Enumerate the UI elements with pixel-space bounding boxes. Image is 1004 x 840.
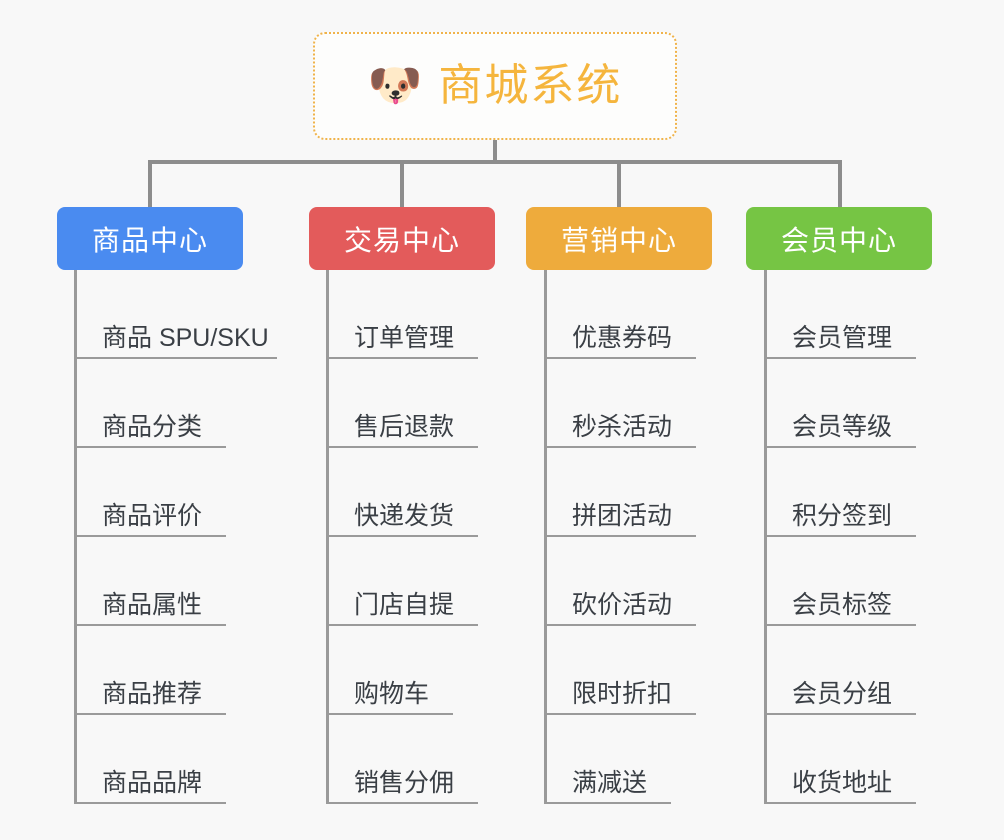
root-node[interactable]: 🐶 商城系统 — [313, 32, 677, 140]
leaf-item[interactable]: 商品 SPU/SKU — [74, 270, 277, 359]
branch-spine — [74, 270, 77, 804]
leaf-label: 销售分佣 — [354, 769, 455, 798]
connector-drop-trade-center — [400, 160, 404, 207]
leaf-item[interactable]: 会员分组 — [764, 626, 916, 715]
connector-drop-marketing-center — [617, 160, 621, 207]
leaf-label: 订单管理 — [354, 324, 455, 353]
leaf-label: 优惠券码 — [572, 324, 673, 353]
category-box-product-center[interactable]: 商品中心 — [57, 207, 243, 270]
leaf-label: 会员等级 — [792, 413, 893, 442]
leaf-label: 积分签到 — [792, 502, 893, 531]
category-box-marketing-center[interactable]: 营销中心 — [526, 207, 712, 270]
leaf-item[interactable]: 收货地址 — [764, 715, 916, 804]
leaf-label: 商品推荐 — [102, 680, 203, 709]
leaf-item[interactable]: 秒杀活动 — [544, 359, 696, 448]
connector-drop-member-center — [838, 160, 842, 207]
leaf-label: 限时折扣 — [572, 680, 673, 709]
leaf-item[interactable]: 会员管理 — [764, 270, 916, 359]
leaf-item[interactable]: 限时折扣 — [544, 626, 696, 715]
leaf-item[interactable]: 门店自提 — [326, 537, 478, 626]
leaf-label: 会员分组 — [792, 680, 893, 709]
leaf-label: 商品 SPU/SKU — [102, 324, 269, 353]
leaf-item[interactable]: 售后退款 — [326, 359, 478, 448]
leaf-item[interactable]: 会员标签 — [764, 537, 916, 626]
leaf-label: 会员标签 — [792, 591, 893, 620]
leaf-item[interactable]: 优惠券码 — [544, 270, 696, 359]
leaf-item[interactable]: 商品属性 — [74, 537, 226, 626]
leaf-label: 商品分类 — [102, 413, 203, 442]
connector-root-stem — [493, 140, 497, 164]
category-label: 会员中心 — [780, 224, 897, 256]
leaf-label: 满减送 — [572, 769, 648, 798]
leaf-label: 门店自提 — [354, 591, 455, 620]
leaf-label: 商品品牌 — [102, 769, 203, 798]
leaf-label: 收货地址 — [792, 769, 893, 798]
leaf-label: 快递发货 — [354, 502, 455, 531]
branch-spine — [544, 270, 547, 804]
leaf-label: 砍价活动 — [572, 591, 673, 620]
leaf-label: 拼团活动 — [572, 502, 673, 531]
branch-spine — [326, 270, 329, 804]
leaf-item[interactable]: 快递发货 — [326, 448, 478, 537]
category-label: 交易中心 — [343, 224, 460, 256]
leaf-label: 会员管理 — [792, 324, 893, 353]
category-label: 商品中心 — [91, 224, 208, 256]
leaf-item[interactable]: 积分签到 — [764, 448, 916, 537]
connector-horizontal-bus — [148, 160, 842, 164]
leaf-item[interactable]: 商品品牌 — [74, 715, 226, 804]
leaf-label: 售后退款 — [354, 413, 455, 442]
category-label: 营销中心 — [560, 224, 677, 256]
leaf-label: 商品属性 — [102, 591, 203, 620]
category-box-member-center[interactable]: 会员中心 — [746, 207, 932, 270]
leaf-item[interactable]: 满减送 — [544, 715, 671, 804]
leaf-item[interactable]: 购物车 — [326, 626, 453, 715]
connector-drop-product-center — [148, 160, 152, 207]
root-title: 商城系统 — [438, 61, 623, 110]
category-box-trade-center[interactable]: 交易中心 — [309, 207, 495, 270]
leaf-label: 购物车 — [354, 680, 430, 709]
leaf-item[interactable]: 商品推荐 — [74, 626, 226, 715]
leaf-item[interactable]: 会员等级 — [764, 359, 916, 448]
leaf-item[interactable]: 砍价活动 — [544, 537, 696, 626]
leaf-item[interactable]: 销售分佣 — [326, 715, 478, 804]
leaf-item[interactable]: 商品评价 — [74, 448, 226, 537]
leaf-item[interactable]: 拼团活动 — [544, 448, 696, 537]
leaf-item[interactable]: 订单管理 — [326, 270, 478, 359]
dog-face-icon: 🐶 — [367, 61, 423, 110]
leaf-item[interactable]: 商品分类 — [74, 359, 226, 448]
branch-spine — [764, 270, 767, 804]
leaf-label: 秒杀活动 — [572, 413, 673, 442]
leaf-label: 商品评价 — [102, 502, 203, 531]
